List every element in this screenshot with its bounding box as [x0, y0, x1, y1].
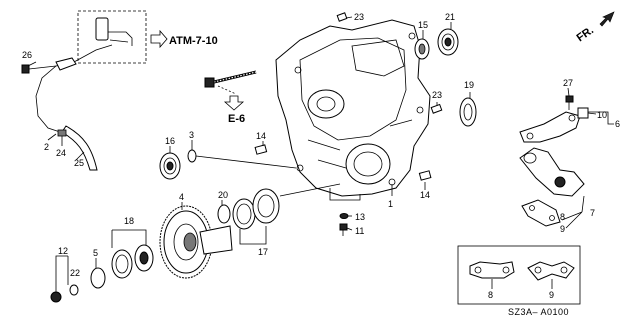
washer-22	[69, 284, 79, 296]
label-8-detail: 8	[488, 290, 493, 300]
gasket-detail-box	[457, 245, 581, 305]
snap-ring-5	[90, 267, 106, 289]
label-24: 24	[56, 148, 66, 158]
label-19: 19	[464, 80, 474, 90]
bolt-26-shaft	[28, 65, 57, 70]
dashed-detail-box	[77, 10, 147, 64]
gasket-8-detail	[469, 261, 515, 279]
hose-25	[61, 125, 98, 171]
bracket-6	[519, 111, 581, 143]
long-bolt-group: E-6	[204, 70, 257, 125]
label-8: 8	[560, 212, 565, 222]
label-14-right: 14	[420, 190, 430, 200]
label-15: 15	[418, 20, 428, 30]
label-25: 25	[74, 158, 84, 168]
atm-reference-group: ATM-7-10	[77, 10, 218, 64]
part-number-labels: 1 2 3 4 5 6 7 8 9 10 11 12 13 14 14 15 1…	[22, 12, 620, 300]
label-9-detail: 9	[549, 290, 554, 300]
label-14-left: 14	[256, 131, 266, 141]
label-23-right: 23	[432, 90, 442, 100]
label-10: 10	[597, 110, 607, 120]
harness-wire	[35, 44, 113, 133]
bearing-15	[414, 38, 430, 60]
label-20: 20	[218, 190, 228, 200]
snap-ring-3	[187, 149, 197, 163]
dowel-pin-14-left	[254, 144, 268, 155]
dowel-pin-14-right	[418, 170, 432, 181]
label-11: 11	[355, 226, 364, 236]
bearing-21	[437, 28, 459, 56]
label-6: 6	[615, 119, 620, 129]
atm-arrow-icon	[150, 29, 168, 49]
bearing-16	[159, 152, 181, 180]
transmission-housing-1	[275, 19, 431, 201]
bolt-27	[565, 95, 574, 110]
label-3: 3	[189, 130, 194, 140]
label-17: 17	[258, 247, 268, 257]
label-12: 12	[58, 246, 68, 256]
label-16: 16	[165, 136, 175, 146]
clip-24	[57, 129, 67, 137]
label-22: 22	[70, 268, 80, 278]
label-23-top: 23	[354, 12, 364, 22]
label-1: 1	[388, 199, 393, 209]
sensor-bracket	[108, 31, 133, 46]
label-27: 27	[563, 78, 573, 88]
label-9: 9	[560, 224, 565, 234]
front-arrow-icon	[599, 11, 615, 27]
gasket-9-detail	[527, 261, 575, 281]
label-21: 21	[445, 12, 455, 22]
countershaft-gear-4	[159, 205, 233, 279]
bearing-18	[111, 244, 154, 279]
wire-harness-assembly	[21, 44, 113, 171]
atm-reference-label: ATM-7-10	[169, 35, 218, 47]
label-7: 7	[590, 208, 595, 218]
gasket-8-9	[521, 199, 561, 227]
label-5: 5	[93, 248, 98, 258]
e6-reference-label: E-6	[228, 113, 245, 125]
dowel-pin-23-right	[430, 103, 443, 114]
label-2: 2	[44, 142, 49, 152]
label-18: 18	[124, 216, 134, 226]
sensor-body	[95, 17, 109, 41]
leader-lines	[27, 16, 614, 292]
spacer-20	[217, 204, 231, 224]
front-direction-indicator: FR.	[575, 11, 615, 44]
label-13: 13	[355, 212, 365, 222]
diagram-code: SZ3A– A0100	[508, 307, 569, 317]
label-4: 4	[179, 192, 184, 202]
e6-arrow-icon	[223, 95, 245, 111]
long-bolt-head	[204, 77, 215, 88]
bolt-11	[339, 223, 348, 236]
front-label: FR.	[575, 24, 596, 44]
label-26: 26	[22, 50, 32, 60]
washer-13	[339, 213, 349, 219]
cap-12	[50, 291, 62, 303]
clip-10	[577, 107, 589, 119]
long-bolt-thread	[213, 71, 257, 83]
bearing-17	[232, 188, 280, 230]
dowel-pin-23-top	[336, 12, 348, 22]
bolt-26	[21, 64, 30, 74]
sensor-assembly-7	[519, 147, 585, 197]
harness-bracket	[55, 57, 77, 71]
bearing-19	[459, 97, 477, 127]
